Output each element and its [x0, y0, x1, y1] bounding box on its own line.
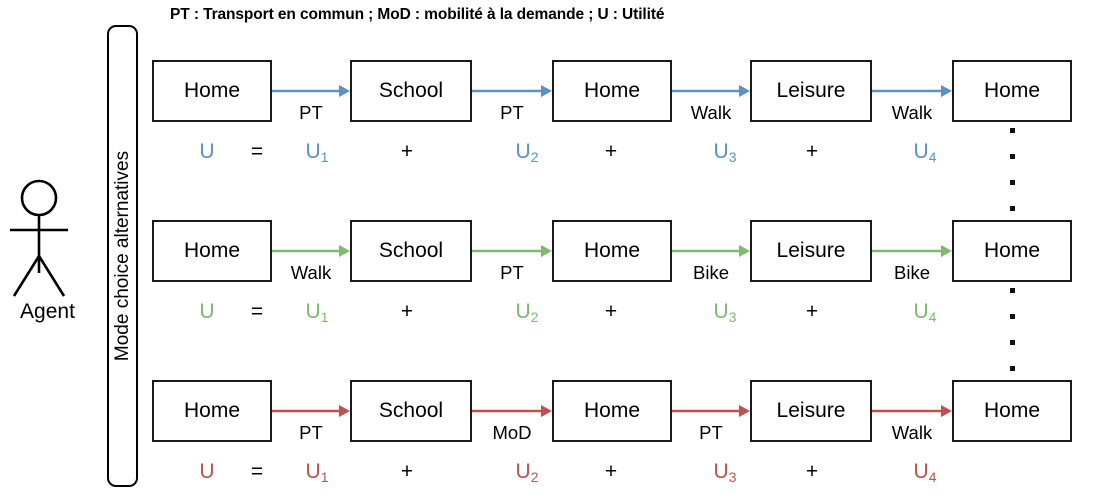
plus-operator-3: + — [805, 300, 819, 323]
legend-title: PT : Transport en commun ; MoD : mobilit… — [170, 6, 665, 23]
utility-term-1: U1 — [305, 300, 329, 325]
mode-label-walk-1: Walk — [290, 262, 332, 283]
mode-arrow-pt-1 — [272, 405, 350, 417]
mode-arrow-pt-3 — [672, 405, 750, 417]
mode-arrow-walk-4 — [872, 85, 952, 97]
mode-label-walk-4: Walk — [891, 102, 933, 123]
activity-node-school-2[interactable]: School — [350, 60, 472, 122]
plus-operator-3: + — [805, 460, 819, 483]
equals-operator: = — [250, 140, 264, 163]
utility-term-2: U2 — [515, 300, 539, 325]
mode-label-pt-1: PT — [299, 102, 323, 123]
equals-operator: = — [250, 460, 264, 483]
plus-operator-1: + — [400, 140, 414, 163]
mode-arrow-mod-2 — [472, 405, 552, 417]
utility-formula-1: U = U1 U2 U3 U4 + + + — [0, 137, 1100, 171]
mode-label-walk-4: Walk — [891, 422, 933, 443]
plus-operator-2: + — [604, 300, 618, 323]
plus-operator-1: + — [400, 460, 414, 483]
utility-term-3: U3 — [713, 300, 737, 325]
utility-formula-3: U = U1 U2 U3 U4 + + + — [0, 457, 1100, 491]
mode-arrow-pt-1 — [272, 85, 350, 97]
mode-arrow-walk-3 — [672, 85, 750, 97]
agent-label: Agent — [20, 300, 75, 323]
mode-arrow-walk-4 — [872, 405, 952, 417]
activity-node-home-3[interactable]: Home — [552, 220, 672, 282]
activity-node-school-2[interactable]: School — [350, 220, 472, 282]
activity-node-home-5[interactable]: Home — [952, 60, 1072, 122]
activity-node-home-3[interactable]: Home — [552, 60, 672, 122]
equals-operator: = — [250, 300, 264, 323]
mode-label-pt-1: PT — [299, 422, 323, 443]
stick-figure-icon — [8, 178, 86, 298]
activity-node-home-1[interactable]: Home — [152, 60, 272, 122]
mode-label-bike-4: Bike — [894, 262, 930, 283]
utility-term-2: U2 — [515, 140, 539, 165]
plus-operator-2: + — [604, 140, 618, 163]
plus-operator-3: + — [805, 140, 819, 163]
utility-term-3: U3 — [713, 460, 737, 485]
utility-term-4: U4 — [913, 140, 937, 165]
utility-term-4: U4 — [913, 300, 937, 325]
utility-term-1: U1 — [305, 140, 329, 165]
mode-choice-bar — [107, 25, 138, 487]
continuation-dots-upper — [1010, 128, 1015, 232]
plus-operator-1: + — [400, 300, 414, 323]
activity-node-home-5[interactable]: Home — [952, 380, 1072, 442]
utility-term-3: U3 — [713, 140, 737, 165]
activity-node-school-2[interactable]: School — [350, 380, 472, 442]
mode-label-walk-3: Walk — [690, 102, 732, 123]
mode-label-pt-3: PT — [699, 422, 723, 443]
activity-node-home-5[interactable]: Home — [952, 220, 1072, 282]
activity-node-leisure-4[interactable]: Leisure — [750, 380, 872, 442]
utility-total-symbol: U — [199, 140, 215, 163]
utility-total-symbol: U — [199, 460, 215, 483]
plus-operator-2: + — [604, 460, 618, 483]
utility-term-4: U4 — [913, 460, 937, 485]
mode-arrow-bike-3 — [672, 245, 750, 257]
utility-term-2: U2 — [515, 460, 539, 485]
activity-node-home-3[interactable]: Home — [552, 380, 672, 442]
activity-node-home-1[interactable]: Home — [152, 380, 272, 442]
mode-arrow-pt-2 — [472, 245, 552, 257]
activity-node-leisure-4[interactable]: Leisure — [750, 220, 872, 282]
mode-label-bike-3: Bike — [693, 262, 729, 283]
activity-node-home-1[interactable]: Home — [152, 220, 272, 282]
mode-arrow-pt-2 — [472, 85, 552, 97]
continuation-dots-lower — [1010, 288, 1015, 392]
utility-term-1: U1 — [305, 460, 329, 485]
mode-arrow-walk-1 — [272, 245, 350, 257]
mode-arrow-bike-4 — [872, 245, 952, 257]
utility-total-symbol: U — [199, 300, 215, 323]
mode-label-pt-2: PT — [500, 102, 524, 123]
mode-label-mod-2: MoD — [492, 422, 532, 443]
utility-formula-2: U = U1 U2 U3 U4 + + + — [0, 297, 1100, 331]
activity-node-leisure-4[interactable]: Leisure — [750, 60, 872, 122]
mode-label-pt-2: PT — [500, 262, 524, 283]
